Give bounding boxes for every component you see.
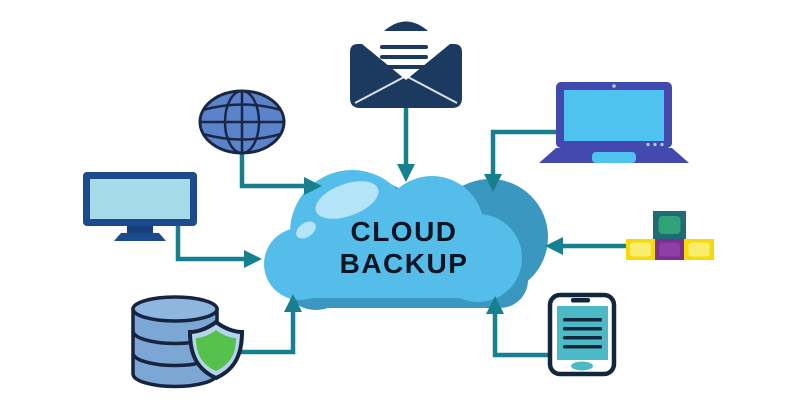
tablet-text-line (563, 318, 602, 322)
cloud-highlight (315, 181, 379, 219)
letter-text-line (380, 55, 428, 59)
letter-text-line (380, 45, 428, 49)
globe-latitude-upper (202, 103, 282, 112)
database-shield-icon (131, 295, 245, 389)
tablet-speaker-bar (571, 298, 590, 303)
database-top (131, 295, 219, 323)
tablet-icon (547, 292, 617, 377)
tablet-home-button (571, 361, 593, 371)
cloud-highlight-small (296, 221, 316, 239)
laptop-indicator-dot (646, 142, 650, 147)
email-envelope-icon (350, 21, 462, 108)
connector-laptop-to-cloud (484, 129, 557, 192)
laptop-icon (539, 82, 689, 163)
letter-text-line (380, 65, 428, 69)
cloud-title-line1: CLOUD (350, 216, 457, 247)
blocks-icon (626, 211, 714, 260)
tablet-text-line (563, 327, 602, 331)
globe-icon (198, 89, 286, 155)
block-teal-inner (658, 216, 681, 234)
arrowhead-left-icon (545, 237, 563, 255)
connectors (175, 108, 626, 358)
block-yellow-left-inner (630, 242, 651, 257)
cloud-backup-node: CLOUD BACKUP (264, 170, 548, 310)
laptop-indicator-dot (660, 142, 664, 147)
envelope-front (350, 44, 462, 108)
monitor-icon (83, 172, 197, 241)
tablet-text-line (563, 345, 602, 349)
monitor-stand-base (114, 233, 166, 241)
cloud-front-layer (264, 170, 522, 302)
tablet-text-line (563, 336, 602, 340)
monitor-screen (90, 179, 190, 219)
arrowhead-down-icon (397, 164, 415, 182)
laptop-indicator-dot (653, 142, 657, 147)
globe-latitude-lower (202, 132, 282, 141)
block-purple-inner (659, 242, 680, 257)
connector-globe-to-cloud (239, 152, 322, 195)
arrowhead-up-icon (284, 294, 302, 312)
laptop-screen (564, 90, 664, 141)
envelope-fold-crease (354, 75, 458, 104)
security-shield-core (196, 330, 236, 371)
laptop-trackpad-notch (592, 152, 636, 163)
cloud-title-line2: BACKUP (340, 248, 469, 279)
envelope-back-flap (384, 21, 428, 31)
connector-monitor-to-cloud (175, 226, 262, 268)
arrowhead-down-icon (484, 174, 502, 192)
tablet-screen (557, 306, 608, 360)
arrowhead-right-icon (244, 250, 262, 268)
arrowhead-right-icon (304, 177, 322, 195)
connector-database-to-cloud (241, 294, 302, 355)
arrowhead-up-icon (486, 296, 504, 314)
connector-email-to-cloud (397, 108, 415, 182)
connector-blocks-to-cloud (545, 237, 626, 255)
connector-tablet-to-cloud (486, 296, 551, 358)
laptop-camera-dot (612, 84, 616, 88)
block-yellow-right-inner (688, 242, 710, 257)
monitor-stand-neck (127, 226, 153, 233)
